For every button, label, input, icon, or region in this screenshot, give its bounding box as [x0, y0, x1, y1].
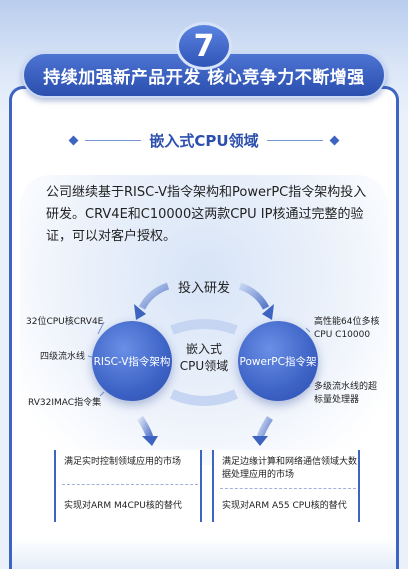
- section-number: 7: [193, 28, 215, 64]
- risc-v-circle: RISC-V指令架构: [92, 321, 172, 401]
- heading-line-right: [266, 139, 323, 141]
- left-feature-1: 32位CPU核CRV4E: [26, 317, 104, 327]
- right-feature-1: 高性能64位多核CPU C10000: [314, 317, 380, 340]
- arrow-icon: [256, 416, 273, 439]
- left-outcome-market: 满足实时控制领域应用的市场: [64, 457, 182, 467]
- right-outcome-replacement: 实现对ARM A55 CPU核的替代: [222, 501, 347, 511]
- heading-line-left: [85, 139, 142, 141]
- section-heading: 嵌入式CPU领域: [0, 128, 408, 152]
- bottom-fade: [12, 538, 396, 569]
- intro-paragraph: 公司继续基于RISC-V指令架构和PowerPC指令架构投入研发。CRV4E和C…: [46, 185, 367, 244]
- arrowhead-icon: [142, 436, 158, 446]
- left-feature-2: 四级流水线: [40, 352, 86, 362]
- arrowhead-icon: [252, 436, 268, 446]
- powerpc-label: PowerPC指令架: [239, 355, 317, 368]
- dashed-divider: [220, 488, 356, 489]
- center-label: 嵌入式 CPU领域: [172, 341, 236, 375]
- arrowhead-icon: [134, 304, 146, 320]
- center-label-line2: CPU领域: [179, 359, 229, 373]
- left-feature-3: RV32IMAC指令集: [28, 398, 102, 408]
- left-outcome-box: 满足实时控制领域应用的市场 实现对ARM M4CPU核的替代: [54, 450, 202, 522]
- left-outcome-replacement: 实现对ARM M4CPU核的替代: [64, 501, 182, 511]
- section-number-badge: 7: [176, 22, 232, 70]
- arrow-icon: [137, 416, 154, 439]
- right-feature-2: 多级流水线的超标量处理器: [314, 382, 378, 405]
- invest-label: 投入研发: [177, 281, 230, 296]
- risc-v-label: RISC-V指令架构: [93, 355, 171, 368]
- center-label-line1: 嵌入式: [185, 342, 222, 356]
- section-title: 嵌入式CPU领域: [149, 131, 259, 150]
- right-outcome-market: 满足边缘计算和网络通信领域大数据处理应用的市场: [222, 457, 358, 480]
- arrowhead-icon: [262, 304, 274, 320]
- arrow-icon: [138, 282, 170, 310]
- right-outcome-box: 满足边缘计算和网络通信领域大数据处理应用的市场 实现对ARM A55 CPU核的…: [212, 450, 360, 522]
- dashed-divider: [62, 484, 198, 485]
- header-title: 持续加强新产品开发 核心竞争力不断增强: [43, 67, 365, 88]
- powerpc-circle: PowerPC指令架: [238, 321, 318, 401]
- arrow-icon: [238, 282, 270, 310]
